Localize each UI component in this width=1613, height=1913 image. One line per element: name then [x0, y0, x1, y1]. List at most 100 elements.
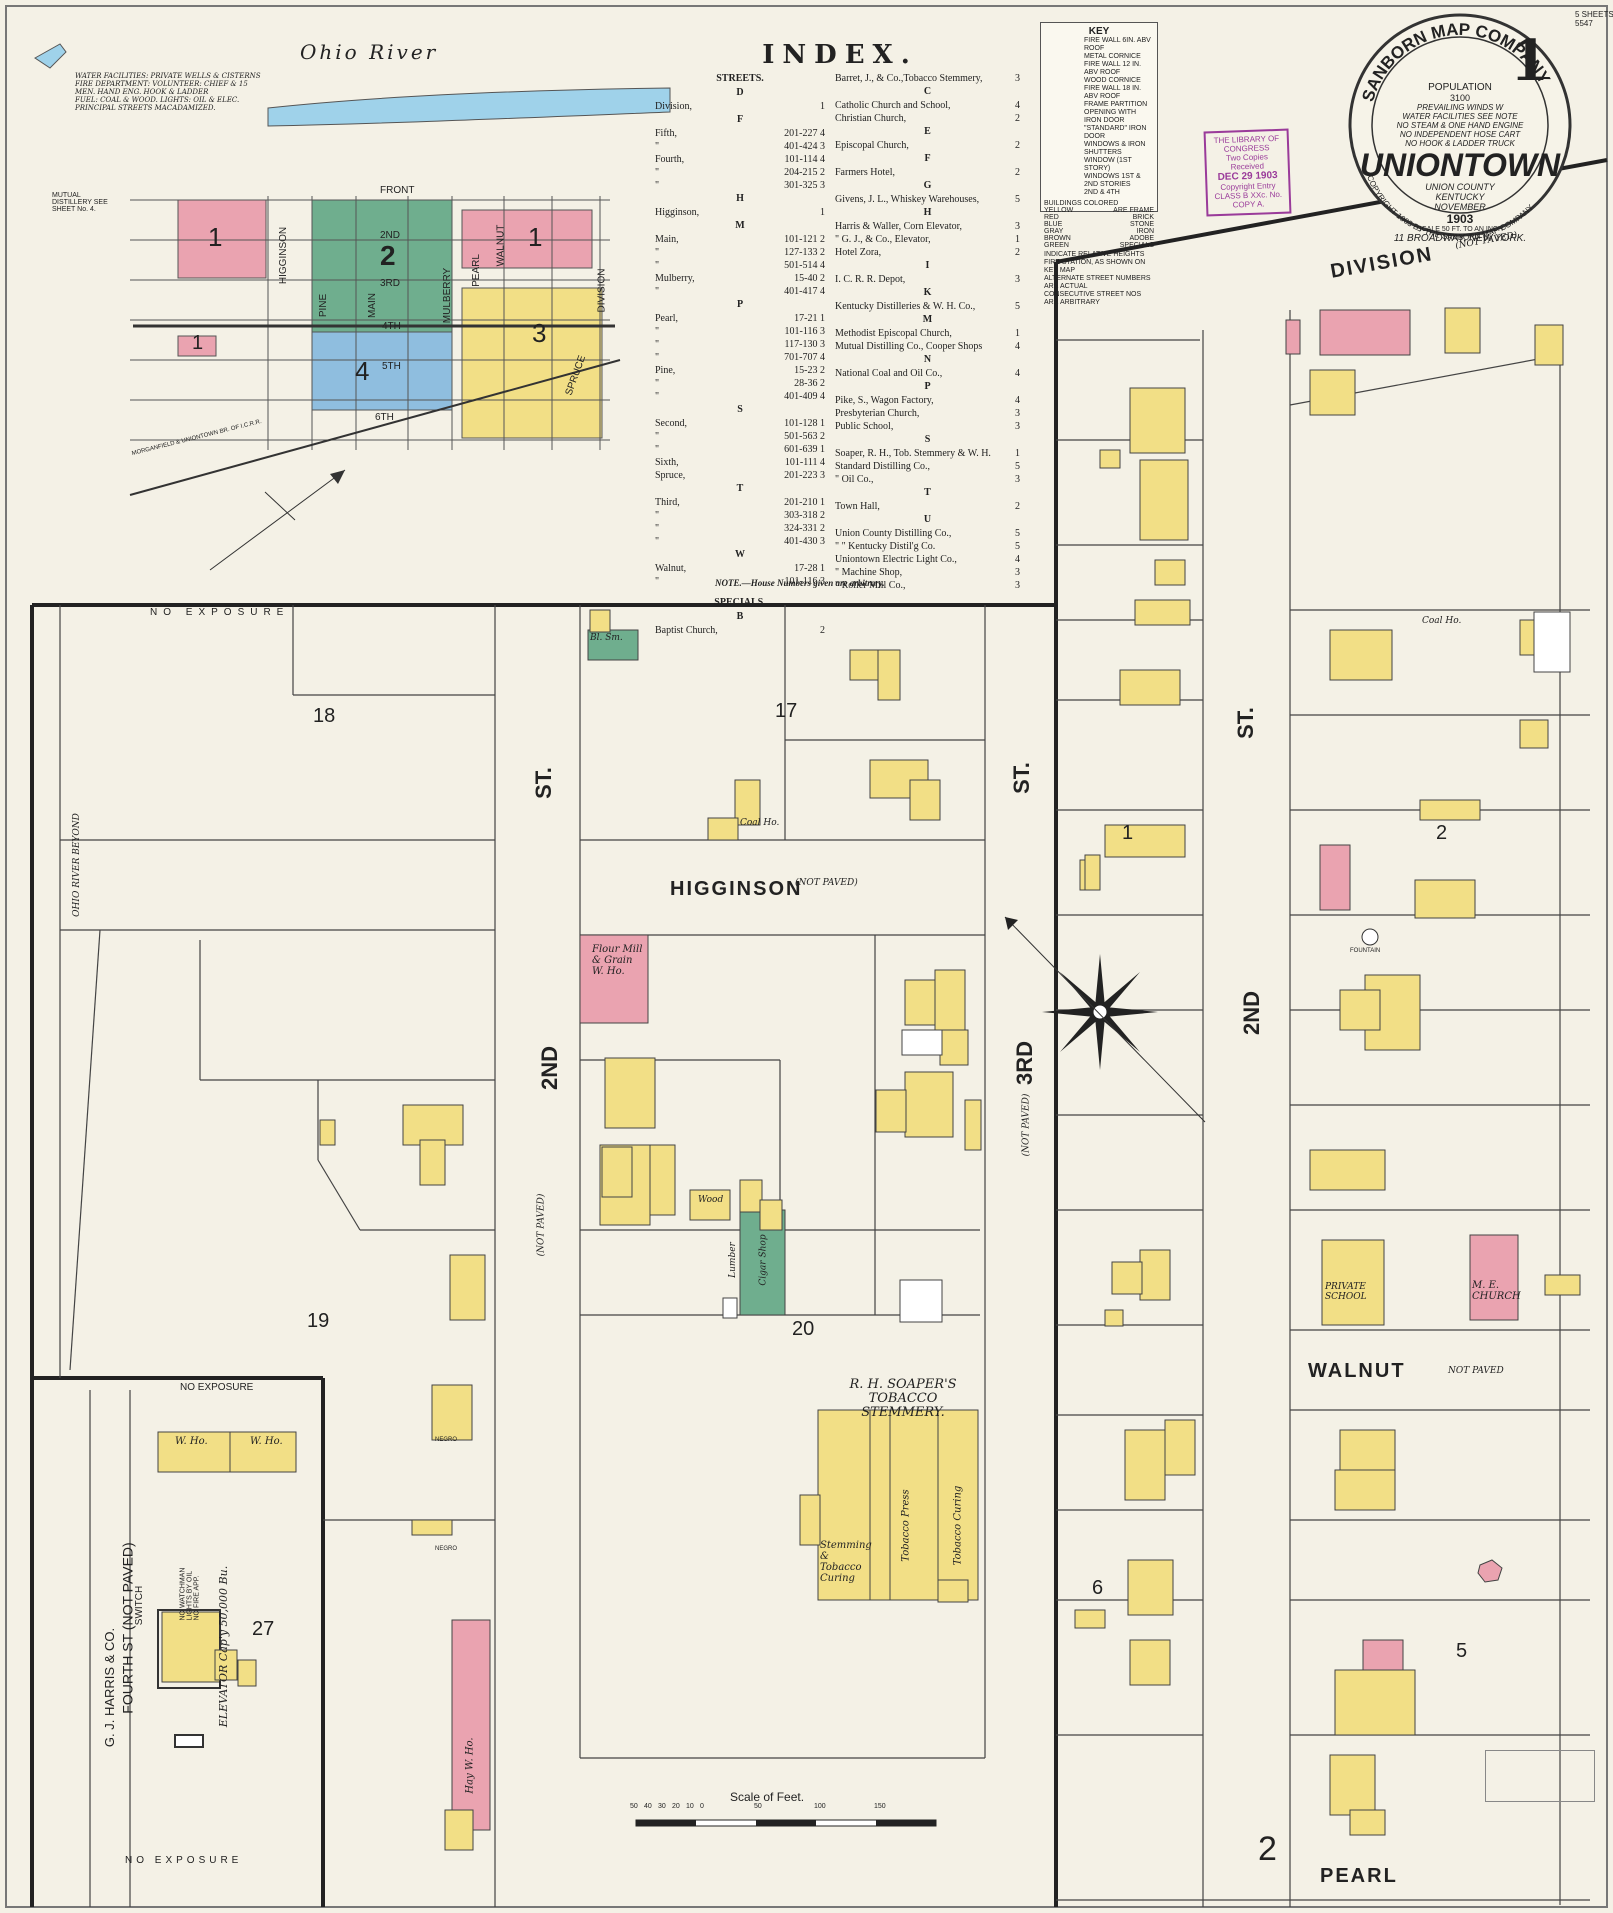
compass-rose	[1004, 916, 1206, 1123]
index-letter: F	[924, 153, 931, 164]
index-special-name: " Machine Shop,	[835, 567, 903, 578]
index-street-range: 1	[820, 206, 825, 219]
index-special-row: Standard Distilling Co.,5	[835, 460, 1020, 473]
key-line: METAL CORNICE	[1084, 53, 1141, 60]
index-special-sheet: 3	[1015, 274, 1020, 285]
keymap-division: DIVISION	[596, 268, 608, 313]
seal-population-label: POPULATION	[1428, 82, 1492, 93]
index-street-sheet: 3	[820, 576, 825, 587]
index-street-nos: 101-111	[784, 457, 820, 468]
index-special-name: Public School,	[835, 421, 894, 432]
ohio-river-shape	[267, 87, 671, 127]
index-street-sheet: 4	[820, 391, 825, 402]
label-stemming: Stemming & Tobacco Curing	[820, 1540, 872, 1584]
index-street-sheet: 1	[820, 444, 825, 455]
street-lines	[59, 310, 1590, 1907]
street-walnut-note: NOT PAVED	[1448, 1366, 1504, 1376]
label-flour-mill: Flour Mill & Grain W. Ho.	[592, 944, 643, 977]
scale-tick: 30	[658, 1803, 666, 1810]
street-second-not-paved: (NOT PAVED)	[536, 1193, 547, 1257]
index-street-name: Fifth,	[655, 128, 677, 139]
index-street-range: 101-114 4	[785, 153, 825, 166]
index-street-row: "28-36 2	[655, 377, 825, 390]
index-special-row: Farmers Hotel,2	[835, 166, 1020, 179]
index-street-name: "	[655, 352, 660, 363]
seal-line: NO HOOK & LADDER TRUCK	[1405, 139, 1515, 148]
index-street-sheet: 3	[820, 180, 825, 191]
index-street-row: "117-130 3	[655, 338, 825, 351]
index-street-nos: 701-707	[784, 352, 820, 363]
label-negro-b: NEGRO	[435, 1546, 458, 1552]
key-color-name: GREEN	[1044, 242, 1069, 249]
index-street-range: 201-223 3	[784, 469, 825, 482]
index-letter: M	[922, 314, 933, 325]
block-5: 5	[1456, 1640, 1468, 1662]
key-foot-line: ALTERNATE STREET NUMBERS ARE ACTUAL	[1044, 275, 1151, 290]
river-label: Ohio River	[300, 40, 439, 64]
buildings	[157, 307, 1581, 1851]
index-special-sheet: 3	[1015, 567, 1020, 578]
index-street-range: 15-23 2	[794, 364, 825, 377]
keymap-pearl: PEARL	[470, 254, 482, 287]
index-special-name: Barret, J., & Co.,Tobacco Stemmery,	[835, 73, 983, 84]
index-special-row: Harris & Waller, Corn Elevator,3	[835, 220, 1020, 233]
index-special-name: National Coal and Oil Co.,	[835, 368, 943, 379]
index-special-name: Soaper, R. H., Tob. Stemmery & W. H.	[835, 448, 991, 459]
index-street-range: 28-36 2	[794, 377, 825, 390]
seal-month: NOVEMBER	[1434, 202, 1486, 212]
index-specials-title: SPECIALS.	[714, 597, 766, 608]
index-street-row: "401-430 3	[655, 535, 825, 548]
index-special-sheet: 1	[1015, 328, 1020, 339]
index-street-name: Spruce,	[655, 470, 686, 481]
key-line: FIRE WALL 12 IN. ABV ROOF	[1084, 61, 1142, 76]
index-special-sheet: 4	[1015, 100, 1020, 111]
index-street-nos: 303-318	[784, 510, 820, 521]
index-street-row: Mulberry,15-40 2	[655, 272, 825, 285]
index-special-row: Soaper, R. H., Tob. Stemmery & W. H. 1	[835, 447, 1020, 460]
label-private-school: PRIVATE SCHOOL	[1325, 1282, 1367, 1302]
index-street-range: 101-121 2	[784, 233, 825, 246]
index-street-nos: 101-121	[784, 234, 820, 245]
index-special-row: National Coal and Oil Co.,4	[835, 367, 1020, 380]
index-street-nos: 201-210	[784, 497, 820, 508]
index-special-sheet: 2	[1015, 247, 1020, 258]
street-higginson-note: (NOT PAVED)	[795, 878, 858, 888]
index-special-row: Christian Church,2	[835, 112, 1020, 125]
index-street-range: 101-128 1	[784, 417, 825, 430]
seal-county: UNION COUNTY	[1425, 182, 1495, 192]
street-second-a: 2ND	[537, 1045, 563, 1091]
seal-population: 3100	[1449, 93, 1471, 103]
index-street-sheet: 4	[820, 286, 825, 297]
keymap-sheet-1c: 1	[192, 332, 204, 354]
key-color-name: RED	[1044, 214, 1059, 221]
index-street-name: "	[655, 391, 660, 402]
index-special-row: Givens, J. L., Whiskey Warehouses,5	[835, 193, 1020, 206]
street-walnut: WALNUT	[1308, 1360, 1406, 1382]
street-third: 3RD	[1012, 1040, 1038, 1086]
label-wh-b: W. Ho.	[250, 1436, 283, 1447]
index-special-name: Methodist Episcopal Church,	[835, 328, 952, 339]
index-special-sheet: 2	[1015, 113, 1020, 124]
block-19: 19	[307, 1310, 330, 1332]
keymap-fifth: 5TH	[382, 361, 401, 372]
index-street-sheet: 4	[820, 260, 825, 271]
scale-tick: 0	[700, 1803, 704, 1810]
index-street-name: Sixth,	[655, 457, 679, 468]
index-special-sheet: 2	[1015, 501, 1020, 512]
label-blacksmith: Bl. Sm.	[590, 633, 623, 643]
index-street-row: "701-707 4	[655, 351, 825, 364]
index-street-row: Third,201-210 1	[655, 496, 825, 509]
index-street-sheet: 3	[820, 339, 825, 350]
index-special-sheet: 3	[1015, 221, 1020, 232]
key-color-meaning: BRICK	[1132, 214, 1154, 221]
label-cigar-shop: Cigar Shop	[758, 1234, 769, 1286]
index-street-row: Main,101-121 2	[655, 233, 825, 246]
index-special-sheet: 1	[1015, 448, 1020, 459]
index-letter: E	[924, 126, 931, 137]
keymap-sheet-2: 2	[380, 240, 396, 271]
index-street-nos: 101-114	[784, 154, 820, 165]
